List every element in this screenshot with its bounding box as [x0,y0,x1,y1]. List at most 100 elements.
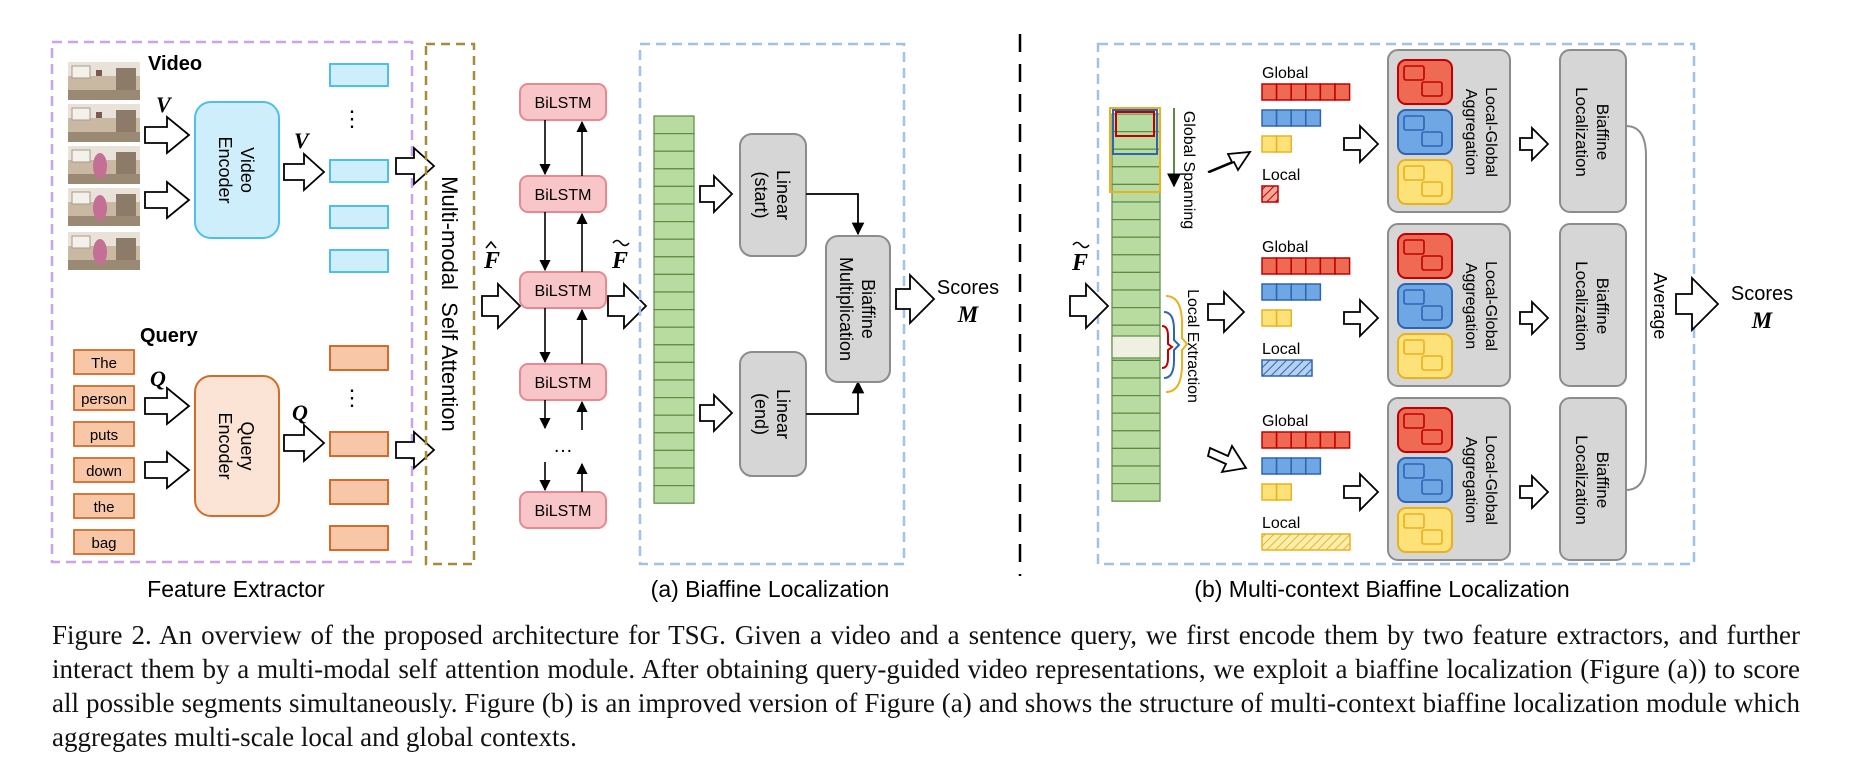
segment-cell [1111,307,1161,326]
global-vector-cell-blue [1290,457,1307,475]
query-word: puts [90,427,118,444]
global-vector-cell-blue [1261,109,1278,127]
linear-start-line2: (start) [751,172,771,219]
global-label: Global [1262,413,1308,430]
video-frame [68,62,140,100]
to-aggregation-arrow [1343,123,1380,165]
linear-end-line1: Linear [773,389,793,439]
to-aggregation-arrow [1343,471,1380,513]
segment-features-a [653,115,695,504]
global-vector-cell-red [1261,257,1278,275]
linear-start-box: Linear (start) [739,133,807,257]
segment-cell [653,344,695,363]
video-encoder-line1: Video [237,147,257,193]
to-localization-arrow [1519,473,1550,511]
bilstm-label: BiLSTM [535,283,592,300]
bilstm-label: BiLSTM [535,187,592,204]
segment-cell [1111,447,1161,467]
average-label: Average [1650,273,1670,340]
query-encoder: Query Encoder [194,375,280,517]
segment-cell [1111,289,1161,309]
segment-cell [653,309,695,328]
to-localization-arrow [1519,299,1550,337]
segment-cell [653,273,695,293]
segment-cell [653,361,695,381]
video-frame [68,232,140,270]
segment-cell [1111,271,1161,291]
to-localization-arrow [1519,125,1550,163]
query-feature-vector [329,525,389,551]
bilstm-label: BiLSTM [535,503,592,520]
segment-cell [1111,412,1161,432]
linear-end-arrow [699,392,734,434]
segment-cell [653,432,695,451]
segment-cell [653,291,695,311]
f-hat-arrow [481,281,522,331]
global-vector-cell-blue [1305,109,1322,127]
global-vector-cell-blue [1305,283,1322,301]
query-arrow-2 [144,450,191,490]
video-frame [68,188,140,226]
video-encoder-line2: Encoder [215,136,235,203]
segment-cell [1111,131,1161,150]
query-word-box: puts [73,421,135,447]
video-frame [68,146,140,184]
global-vector-cell-blue [1305,457,1322,475]
local-label: Local [1262,515,1300,532]
segment-cell [1111,201,1161,221]
global-vector-cell-red [1275,257,1292,275]
scores-symbol-b: M [1751,308,1774,333]
segment-cell [1111,359,1161,379]
segment-cell [653,203,695,223]
biaffine-multiplication-box: Biaffine Multiplication [825,235,891,383]
feature-extractor-panel [50,40,414,564]
query-features-dots: ⋮ [341,385,363,410]
attention-in-arrow-2 [395,429,436,471]
segment-cell [653,133,695,152]
video-feature-vector [329,249,389,273]
global-vector-cell-yellow [1275,483,1292,501]
global-vector-cell-red [1305,83,1322,101]
local-extraction-label: Local Extraction [1184,289,1201,403]
segment-cell [653,256,695,275]
segment-cell [653,397,695,416]
aggregation-line1: Local-Global [1482,435,1499,525]
mult-line2: Multiplication [836,257,856,361]
f-tilde-arrow-b [1069,281,1110,331]
linear-start-arrow [699,173,734,215]
bilstm-cell: BiLSTM [519,491,607,529]
mult-line1: Biaffine [858,279,878,339]
linear-end-box: Linear (end) [739,351,807,477]
query-feature-vector [329,479,389,505]
segment-cell [653,467,695,487]
video-feature-vector [329,159,389,183]
global-spanning-label: Global Spanning [1180,111,1197,229]
bilstm-cell: BiLSTM [519,363,607,401]
localization-line2: Localization [1572,261,1591,351]
global-label: Global [1262,65,1308,82]
segment-cell [653,379,695,399]
end-to-mult-line [806,380,865,415]
scores-symbol-a: M [957,302,980,327]
localization-line2: Localization [1572,435,1591,525]
global-vector-cell-red [1261,83,1278,101]
segment-cell [653,168,695,188]
f-tilde-symbol-b: F [1071,241,1090,276]
video-arrow-1 [144,115,191,155]
global-vector-cell-red [1334,83,1351,101]
linear-end-line2: (end) [751,393,771,435]
video-out-arrow [283,151,326,193]
row-input-arrow [1206,444,1248,474]
global-vector-cell-yellow [1275,135,1292,153]
feature-extractor-label: Feature Extractor [147,576,325,602]
query-word: the [94,499,115,516]
global-vector-cell-blue [1261,457,1278,475]
svg-text:F: F [611,248,628,274]
local-extraction-highlight [1111,295,1189,393]
